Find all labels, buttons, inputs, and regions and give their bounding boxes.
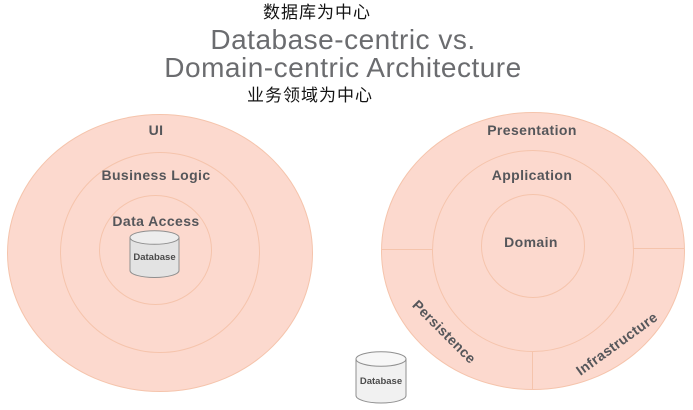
left-ring-label-business-logic: Business Logic (101, 167, 211, 183)
database-label: Database (133, 252, 175, 263)
cylinder-body (129, 237, 180, 278)
chinese-label-domain-centric: 业务领域为中心 (247, 86, 373, 105)
database-cylinder-icon: Database (129, 230, 180, 278)
right-ring-divider-bottom (532, 351, 533, 390)
cylinder-body (355, 358, 407, 404)
right-ring-label-application: Application (491, 167, 573, 183)
right-ring-divider-right (633, 248, 684, 249)
left-ring-label-data-access: Data Access (112, 213, 200, 229)
page-title: Database-centric vs. Domain-centric Arch… (13, 26, 673, 82)
right-inner-ring (481, 194, 585, 298)
cylinder-top (355, 351, 407, 367)
database-label: Database (360, 376, 402, 387)
title-line-1: Database-centric vs. (210, 24, 476, 55)
external-database-cylinder-icon: Database (355, 351, 407, 404)
title-line-2: Domain-centric Architecture (164, 52, 522, 83)
chinese-label-database-centric: 数据库为中心 (263, 3, 371, 22)
right-ring-label-domain: Domain (504, 234, 558, 250)
right-ring-label-presentation: Presentation (487, 122, 577, 138)
cylinder-top (129, 230, 180, 245)
left-ring-label-ui: UI (148, 122, 164, 138)
right-ring-divider-left (382, 249, 433, 250)
